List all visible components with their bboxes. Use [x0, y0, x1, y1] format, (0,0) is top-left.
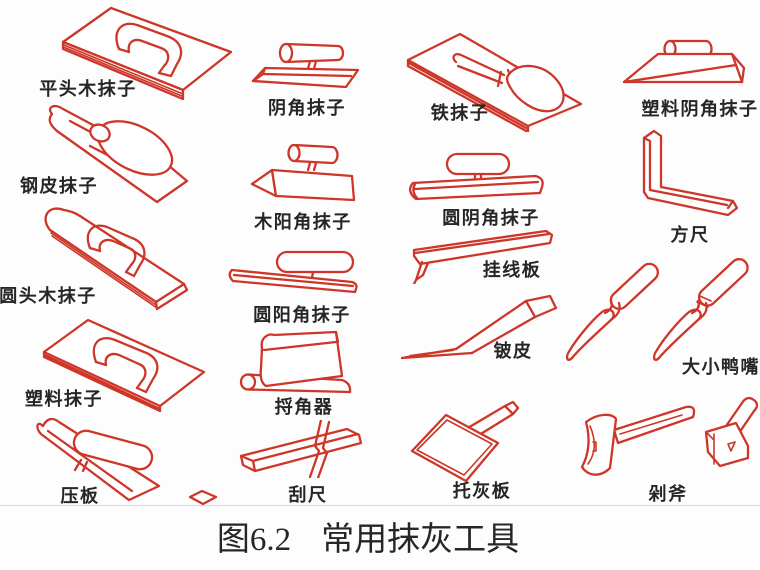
plastic-trowel-drawing — [42, 318, 206, 412]
stray-red-mark — [188, 490, 218, 506]
corner-smoother-drawing — [239, 330, 352, 394]
round-head-wood-trowel-drawing — [44, 207, 189, 311]
tool-label: 木阳角抹子 — [254, 212, 352, 232]
tool-label: 钢皮抹子 — [20, 176, 98, 196]
tool-label: 平头木抹子 — [39, 79, 137, 99]
iron-trowel-drawing — [406, 32, 583, 132]
tool-label: 阴角抹子 — [268, 98, 346, 118]
tool-label: 捋角器 — [274, 397, 334, 417]
flat-head-wood-trowel-drawing — [61, 6, 233, 100]
tool-label: 托灰板 — [452, 481, 512, 501]
duckbill-trowels-drawing — [565, 258, 749, 361]
tool-label: 塑料阴角抹子 — [641, 99, 759, 119]
tool-label: 刮尺 — [288, 485, 328, 505]
tool-label: 圆阳角抹子 — [253, 305, 351, 325]
mortar-board-drawing — [410, 400, 520, 483]
tool-label: 剁斧 — [648, 484, 688, 504]
figure-bottom-divider — [0, 505, 760, 506]
figure-caption: 图6.2 常用抹灰工具 — [217, 521, 519, 561]
tool-label: 挂线板 — [482, 260, 542, 280]
inner-corner-trowel-drawing — [251, 42, 360, 89]
tool-label: 圆头木抹子 — [0, 286, 97, 306]
round-inner-corner-trowel-drawing — [408, 152, 544, 201]
tool-label: 方尺 — [670, 225, 710, 245]
round-outer-corner-trowel-drawing — [228, 250, 358, 294]
press-board-drawing — [36, 417, 161, 502]
chopping-axe-drawing — [580, 396, 758, 476]
figure-caption-number: 图6.2 — [216, 522, 292, 558]
tool-label: 压板 — [60, 486, 100, 506]
steel-sheet-trowel-drawing — [48, 104, 189, 204]
tool-label: 铁抹子 — [430, 103, 490, 123]
tool-label: 塑料抹子 — [25, 389, 103, 409]
scraper-sheet-drawing — [400, 294, 558, 360]
figure-caption-title: 常用抹灰工具 — [321, 522, 520, 558]
line-hanging-board-drawing — [412, 229, 554, 284]
tool-label: 铍皮 — [493, 341, 533, 361]
plastic-inner-corner-trowel-drawing — [622, 39, 746, 84]
square-ruler-drawing — [642, 129, 739, 217]
tool-label: 大小鸭嘴 — [682, 357, 760, 377]
tool-label: 圆阴角抹子 — [442, 208, 540, 228]
wood-outer-corner-trowel-drawing — [250, 144, 356, 202]
scraping-rule-drawing — [239, 420, 363, 478]
